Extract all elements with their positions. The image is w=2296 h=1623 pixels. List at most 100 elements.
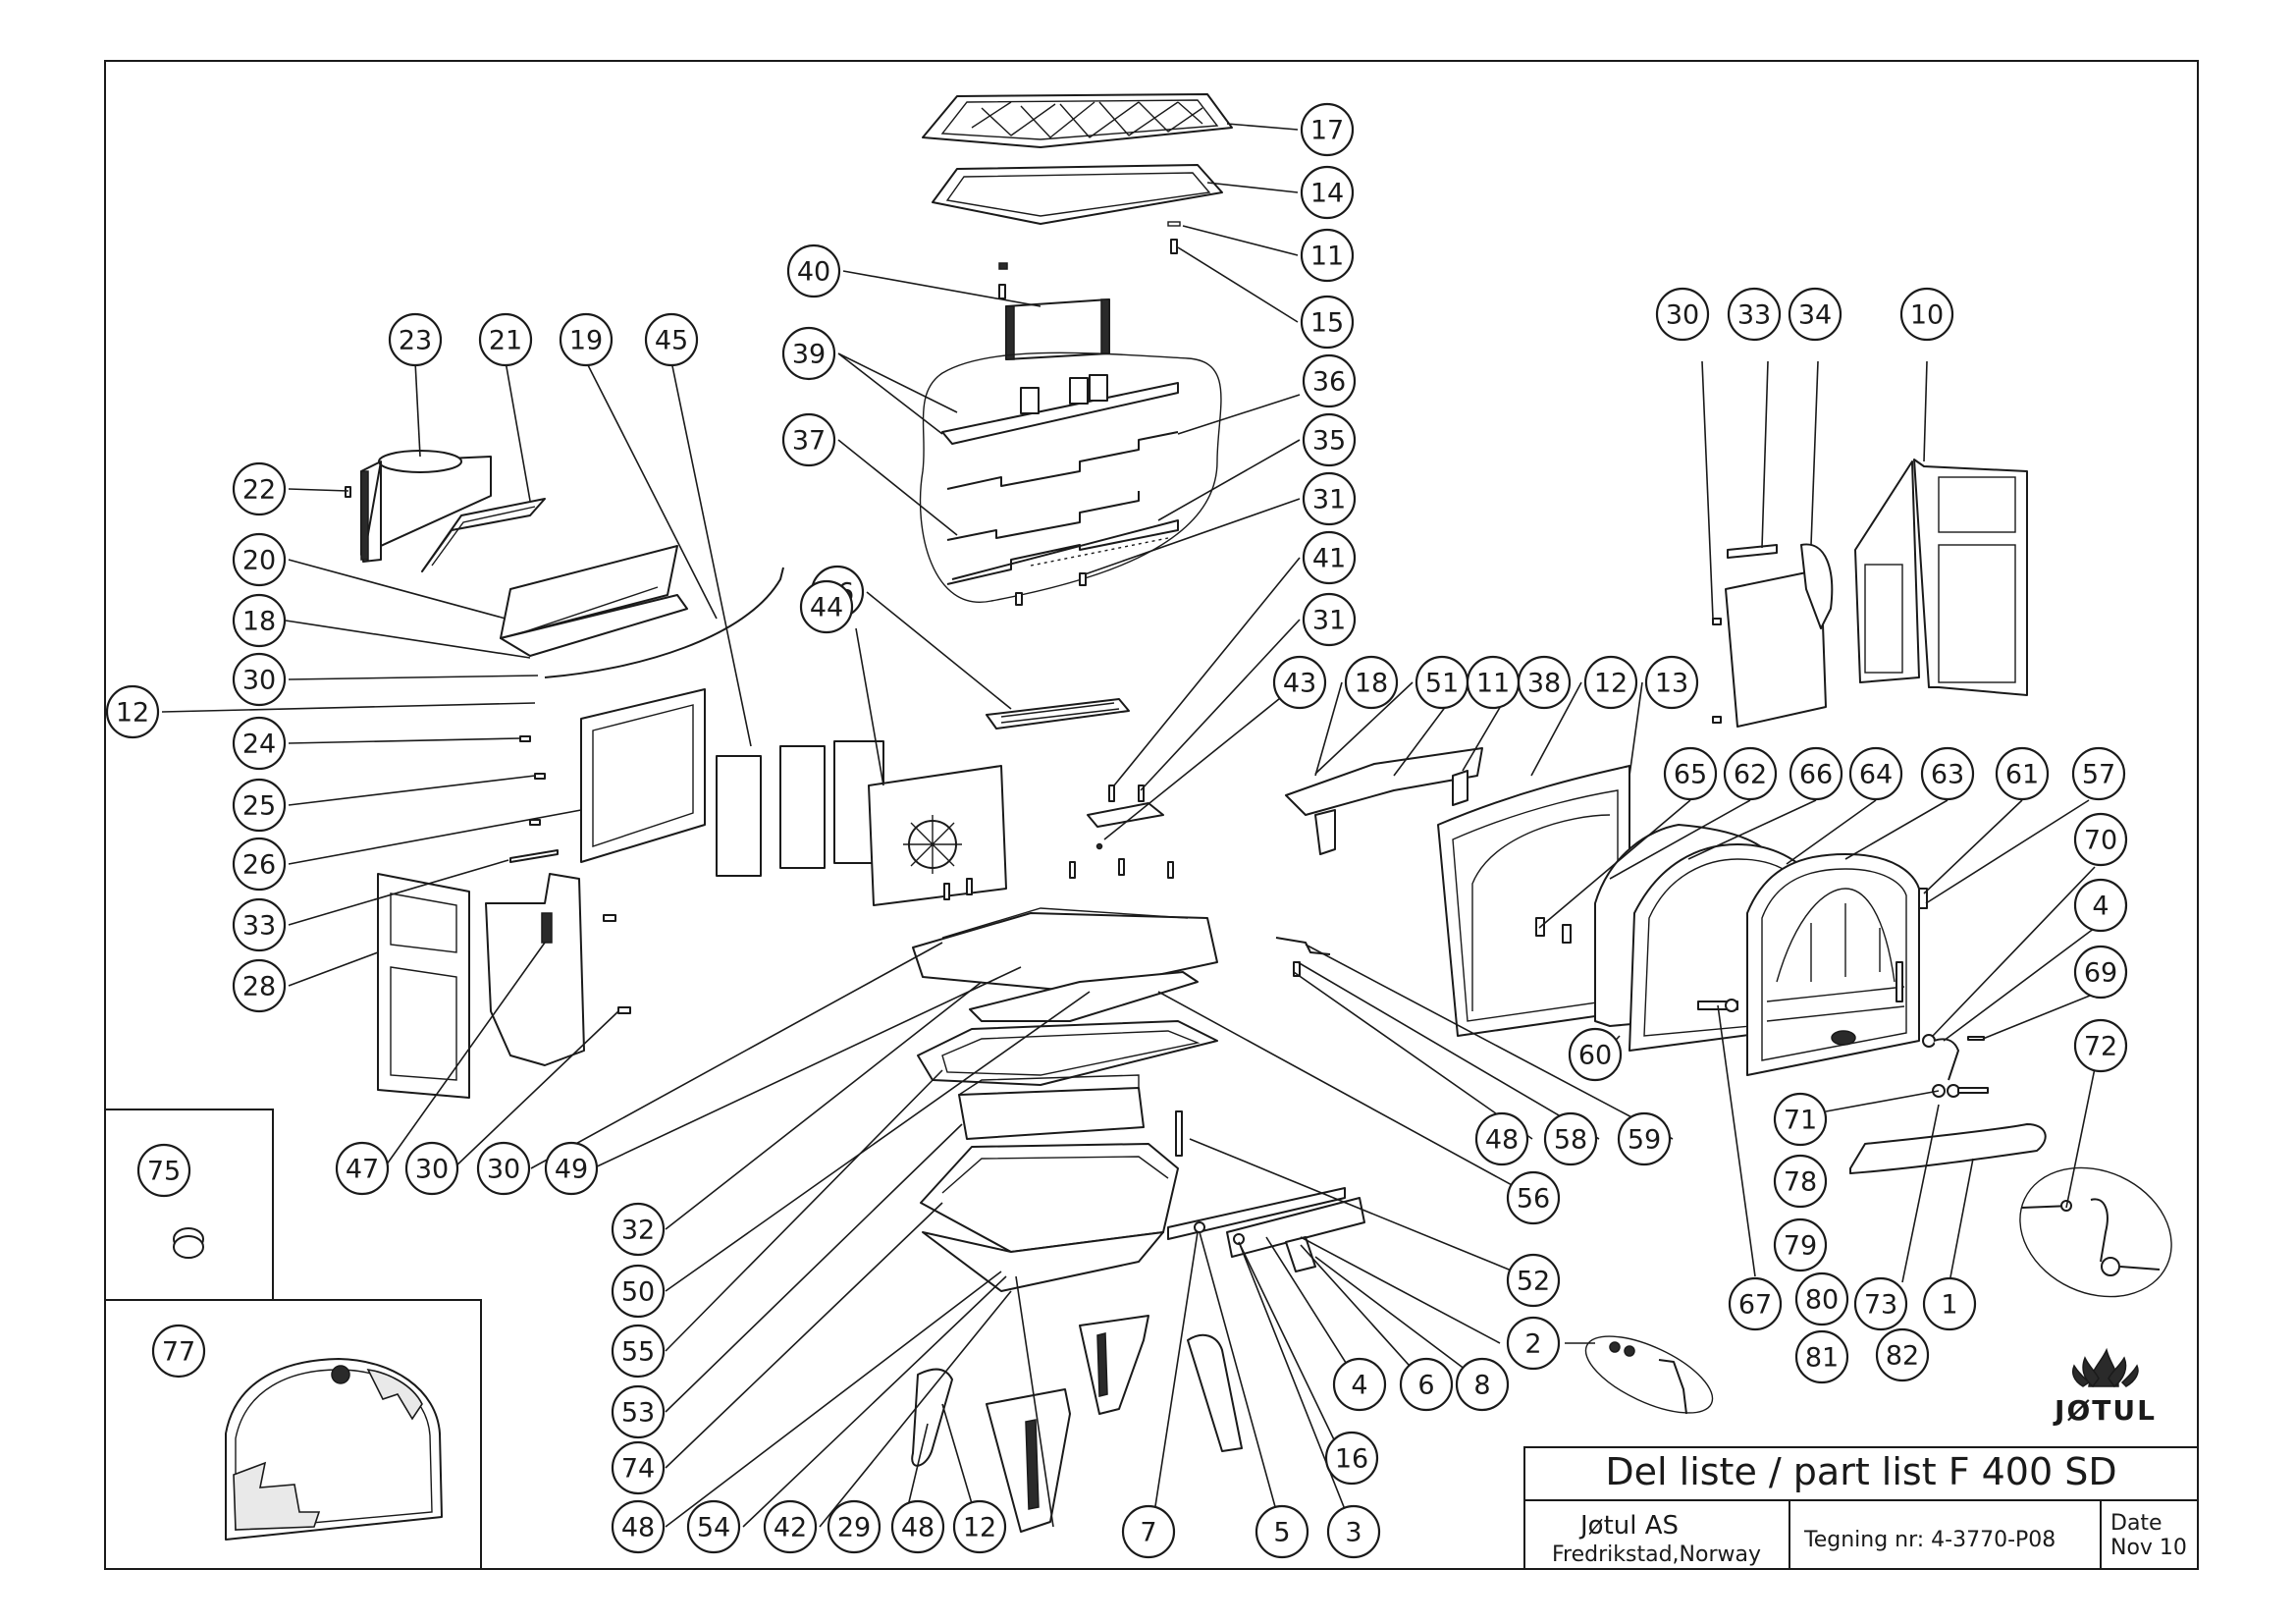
callout-label: 61: [2005, 760, 2039, 790]
callout-circle: [827, 1499, 881, 1554]
callout-circle: [1324, 1431, 1379, 1486]
callout-label: 14: [1310, 179, 1344, 209]
callout-label: 29: [837, 1513, 871, 1543]
callout-label: 26: [242, 850, 276, 881]
callout-29: 29: [827, 1499, 881, 1554]
callout-33: 33: [1727, 287, 1782, 342]
callout-label: 32: [621, 1216, 655, 1246]
callout-label: 77: [162, 1337, 195, 1368]
callout-63: 63: [1920, 746, 1975, 801]
callout-label: 11: [1310, 242, 1344, 272]
callout-circle: [136, 1143, 191, 1198]
callout-circle: [388, 312, 443, 367]
callout-circle: [232, 716, 287, 771]
callout-label: 72: [2084, 1032, 2117, 1062]
callout-66: 66: [1789, 746, 1843, 801]
callout-25: 25: [232, 778, 287, 833]
callout-label: 51: [1425, 669, 1459, 699]
callout-label: 15: [1310, 308, 1344, 339]
callout-20: 20: [232, 532, 287, 587]
callout-label: 69: [2084, 958, 2117, 989]
title-block-location: Fredrikstad,Norway: [1552, 1542, 1761, 1567]
title-block-company: Jøtul AS: [1578, 1511, 1679, 1541]
leader-lines: [161, 123, 2096, 1533]
callout-label: 52: [1517, 1267, 1550, 1297]
callout-80: 80: [1794, 1271, 1849, 1326]
callout-circle: [1455, 1357, 1510, 1412]
callout-label: 40: [797, 257, 830, 288]
callout-circle: [544, 1141, 599, 1196]
callout-label: 81: [1805, 1343, 1839, 1374]
callout-label: 21: [489, 326, 522, 356]
jotul-logo: JØTUL: [2053, 1347, 2155, 1427]
callout-12: 12: [105, 684, 160, 739]
callout-label: 33: [1737, 300, 1771, 331]
callout-label: 11: [1476, 669, 1510, 699]
callout-74: 74: [611, 1440, 666, 1495]
inset-box-75: [105, 1109, 274, 1300]
callout-21: 21: [478, 312, 533, 367]
callout-circle: [1773, 1154, 1828, 1209]
callout-label: 23: [399, 326, 432, 356]
title-block-date-value: Nov 10: [2110, 1536, 2187, 1560]
callout-32: 32: [611, 1202, 666, 1257]
callout-circle: [232, 778, 287, 833]
callout-10: 10: [1899, 287, 1954, 342]
callout-22: 22: [232, 461, 287, 516]
callout-circle: [1506, 1253, 1561, 1308]
callout-circle: [799, 579, 854, 634]
callout-circle: [1723, 746, 1778, 801]
callout-label: 28: [242, 972, 276, 1002]
callout-45: 45: [644, 312, 699, 367]
callout-label: 13: [1655, 669, 1688, 699]
callout-label: 22: [242, 475, 276, 506]
callout-label: 4: [1351, 1371, 1367, 1401]
callout-54: 54: [686, 1499, 741, 1554]
callout-4: 4: [2073, 878, 2128, 933]
callout-label: 1: [1941, 1290, 1957, 1321]
callout-circle: [2073, 812, 2128, 867]
callout-16: 16: [1324, 1431, 1379, 1486]
callout-label: 18: [1355, 669, 1388, 699]
callout-circle: [1517, 655, 1572, 710]
title-block-title: Del liste / part list F 400 SD: [1605, 1450, 2116, 1493]
callout-label: 8: [1473, 1371, 1490, 1401]
callout-circle: [1399, 1357, 1454, 1412]
callout-33: 33: [232, 897, 287, 952]
callout-11: 11: [1300, 228, 1355, 283]
callout-circle: [1568, 1027, 1623, 1082]
callout-13: 13: [1644, 655, 1699, 710]
callout-circle: [1302, 530, 1357, 585]
callout-39: 39: [781, 326, 836, 381]
callout-6: 6: [1399, 1357, 1454, 1412]
callout-14: 14: [1300, 165, 1355, 220]
callout-43: 43: [1272, 655, 1327, 710]
callout-circle: [1995, 746, 2050, 801]
callout-label: 37: [792, 426, 826, 457]
callout-label: 74: [621, 1454, 655, 1485]
drawing-frame: [104, 60, 2199, 1570]
callout-circle: [1326, 1504, 1381, 1559]
callout-label: 35: [1312, 426, 1346, 457]
callout-circle: [1583, 655, 1638, 710]
callout-circle: [686, 1499, 741, 1554]
callout-42: 42: [763, 1499, 818, 1554]
callout-label: 41: [1312, 544, 1346, 574]
callout-circle: [611, 1264, 666, 1319]
callout-circle: [1794, 1271, 1849, 1326]
callout-label: 36: [1312, 367, 1346, 398]
callout-label: 55: [621, 1337, 655, 1368]
callout-label: 30: [242, 666, 276, 696]
callout-59: 59: [1617, 1111, 1672, 1166]
callout-label: 45: [655, 326, 688, 356]
callout-circle: [1332, 1357, 1387, 1412]
callout-circle: [1302, 592, 1357, 647]
callout-circle: [1920, 746, 1975, 801]
callout-circle: [2073, 1018, 2128, 1073]
callout-47: 47: [335, 1141, 390, 1196]
callout-72: 72: [2073, 1018, 2128, 1073]
callout-4: 4: [1332, 1357, 1387, 1412]
callout-label: 80: [1805, 1285, 1839, 1316]
callout-12: 12: [952, 1499, 1007, 1554]
callout-circle: [1728, 1276, 1783, 1331]
